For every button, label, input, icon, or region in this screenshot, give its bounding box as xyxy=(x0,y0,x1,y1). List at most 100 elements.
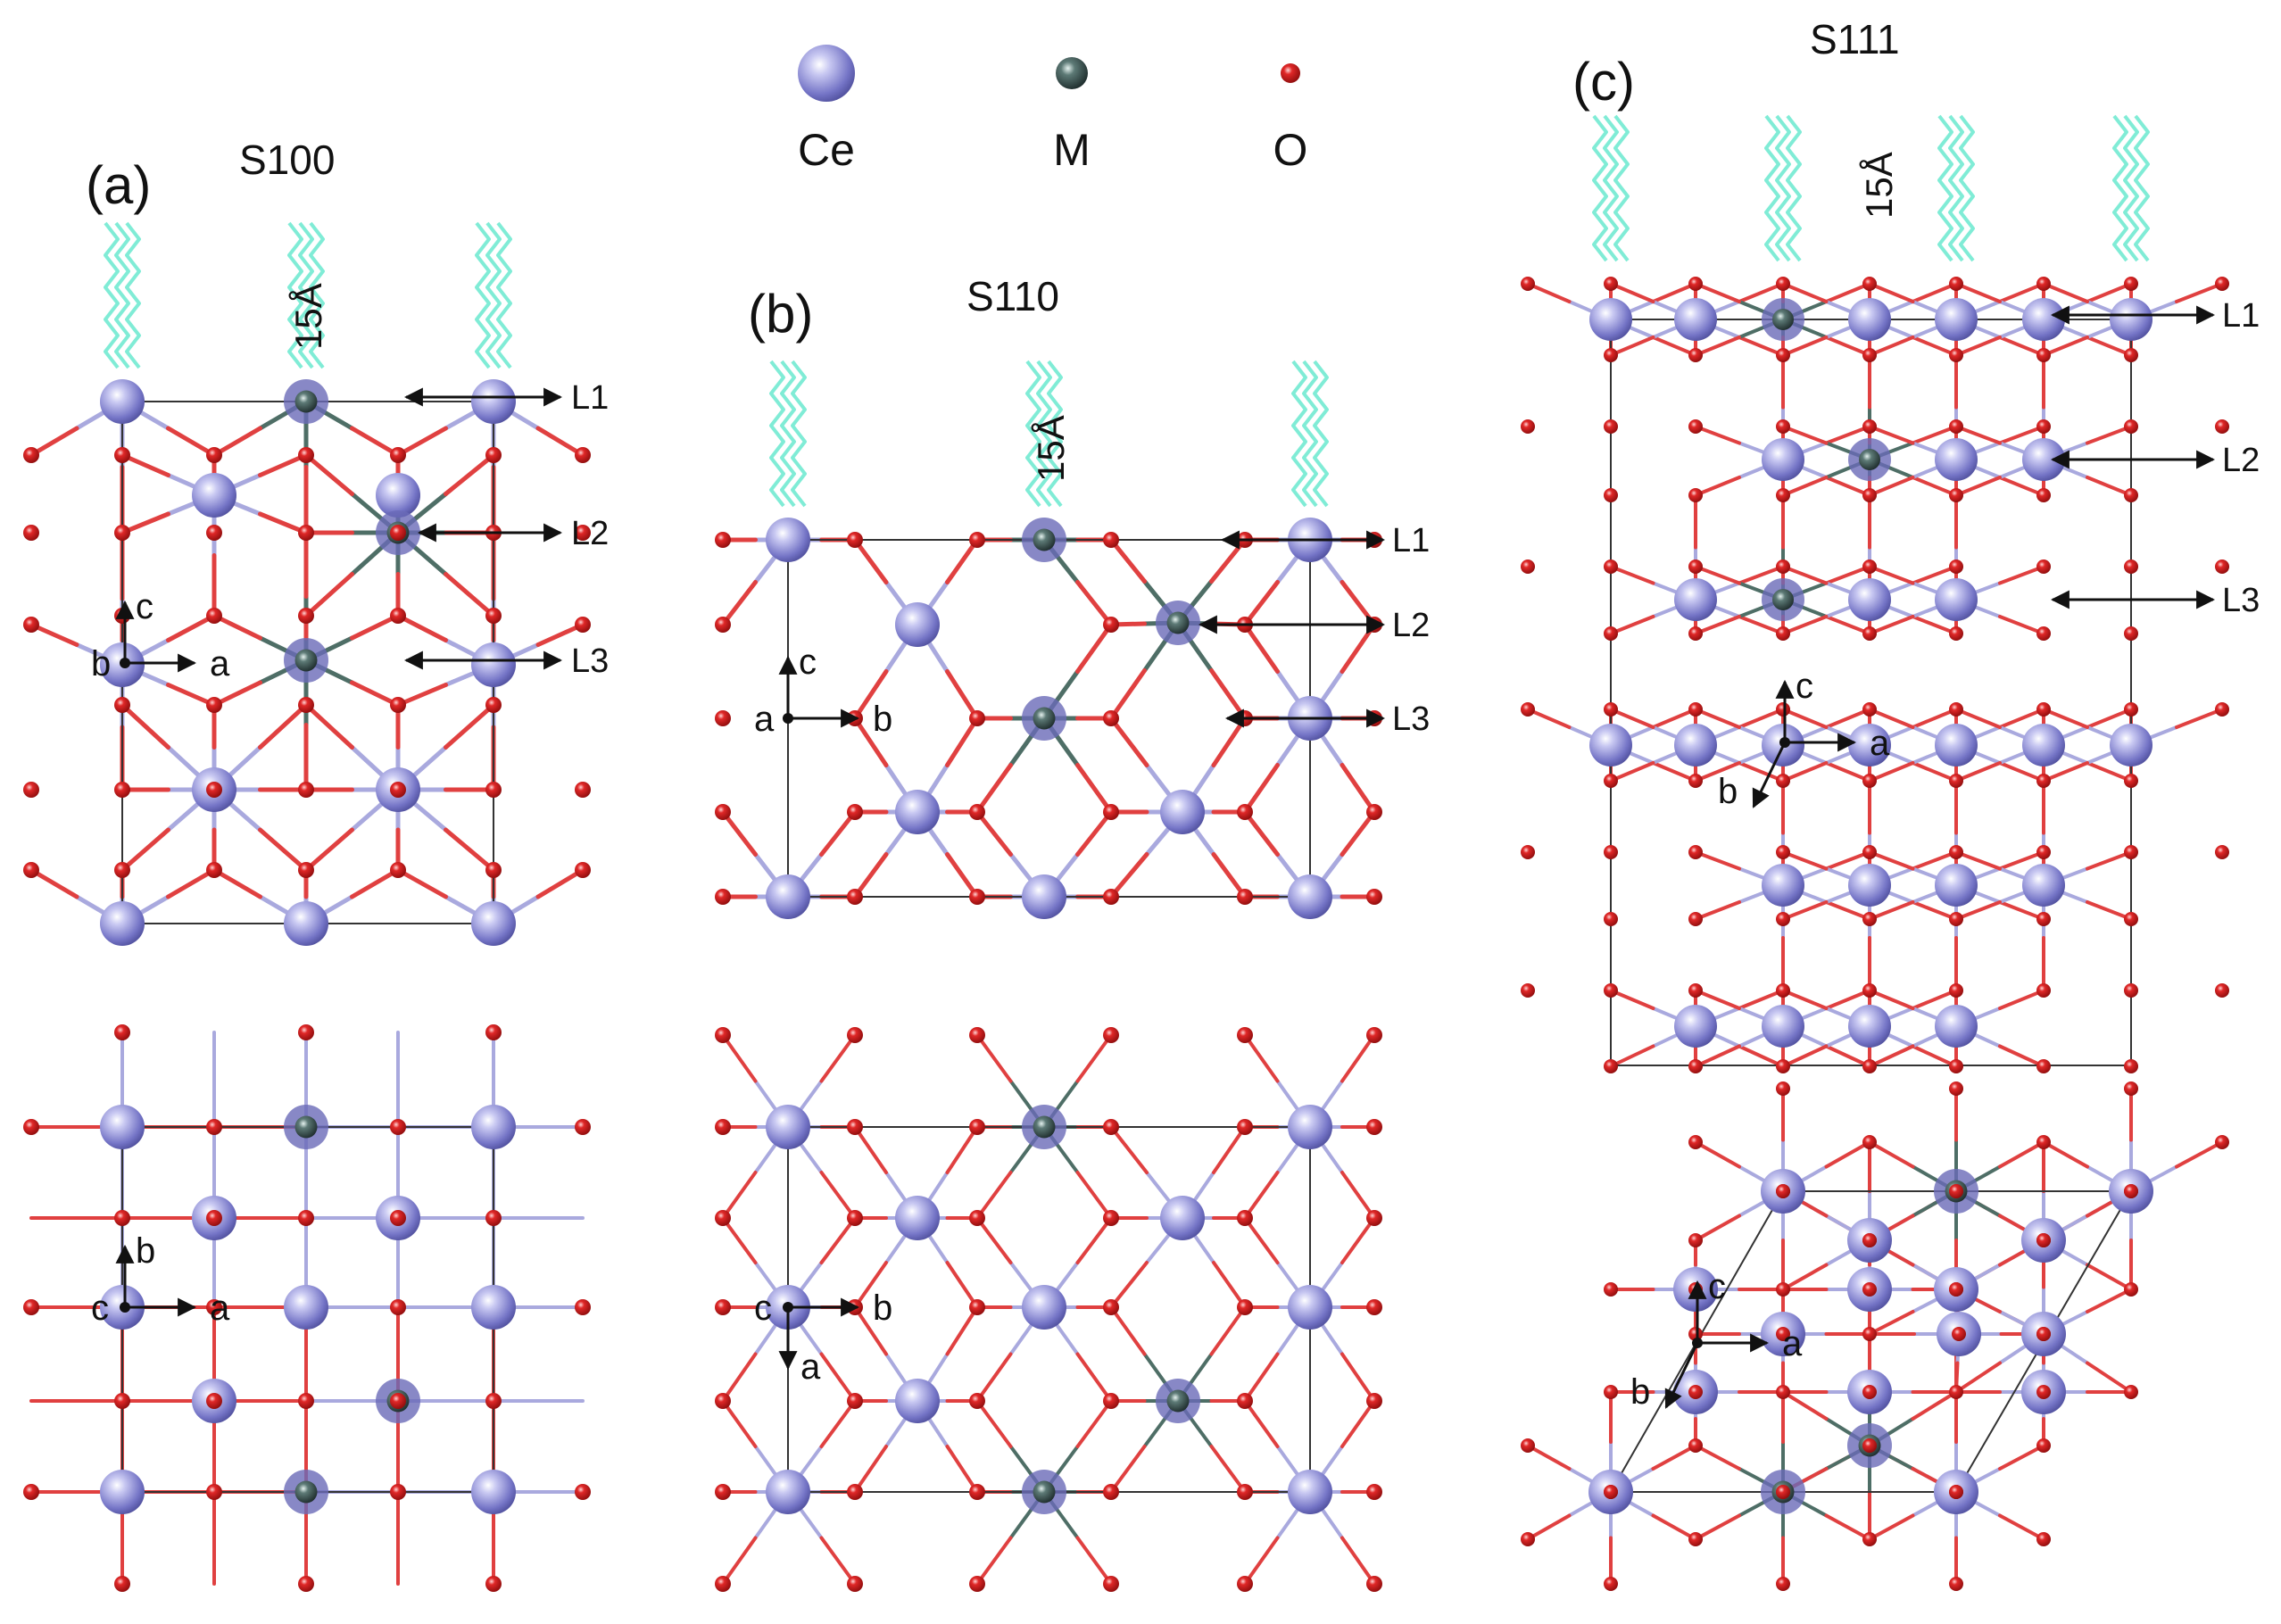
bond xyxy=(1694,850,1741,871)
ce-atom xyxy=(2022,724,2065,766)
bond xyxy=(2175,1140,2224,1169)
bond xyxy=(1075,1171,1113,1220)
bond xyxy=(721,1352,758,1403)
bond xyxy=(1824,476,1871,497)
m-atom xyxy=(1033,528,1056,551)
bond xyxy=(1998,761,2045,783)
arrow xyxy=(1664,1342,1699,1409)
bond xyxy=(1243,1352,1280,1403)
o-atom xyxy=(1103,1027,1119,1043)
o-atom xyxy=(206,447,222,463)
o-atom xyxy=(1949,1081,1963,1096)
o-atom xyxy=(715,804,731,820)
bond xyxy=(945,669,980,721)
o-atom xyxy=(1862,559,1877,574)
o-atom xyxy=(2124,774,2138,788)
o-atom xyxy=(114,608,130,624)
bond xyxy=(1824,708,1871,729)
o-atom xyxy=(2036,1438,2051,1453)
bond xyxy=(852,669,889,721)
bond xyxy=(1243,1216,1280,1264)
vacuum-wave-line xyxy=(298,221,314,369)
o-atom xyxy=(715,1119,731,1135)
panel-a-side-axis-up-label: c xyxy=(136,587,153,626)
o-atom xyxy=(206,1299,222,1315)
bond xyxy=(1209,668,1248,721)
bond xyxy=(1954,336,2002,357)
ce-atom xyxy=(1762,864,1804,907)
bond xyxy=(945,716,980,767)
o-atom xyxy=(1862,348,1877,362)
o-atom xyxy=(1776,1081,1790,1096)
bond xyxy=(1651,708,1697,729)
ce-atom xyxy=(1288,874,1332,919)
o-atom xyxy=(1776,1485,1790,1499)
bond xyxy=(1108,668,1147,721)
bond xyxy=(975,1171,1013,1220)
panel-a-side-axis-center-label: b xyxy=(91,644,111,684)
vacuum-wave xyxy=(104,221,141,369)
bond xyxy=(1868,282,1915,303)
bond xyxy=(1075,1033,1113,1083)
bond xyxy=(1694,1140,1741,1169)
o-atom xyxy=(969,1299,985,1315)
o-atom xyxy=(1604,1059,1618,1073)
m-atom xyxy=(1033,707,1056,730)
o-atom xyxy=(485,862,502,878)
bond xyxy=(1824,615,1871,635)
bond xyxy=(29,426,79,458)
o-atom xyxy=(485,697,502,713)
o-atom xyxy=(847,889,863,905)
bond xyxy=(1340,1216,1376,1264)
o-atom xyxy=(2215,1135,2229,1149)
o-atom xyxy=(2036,702,2051,717)
panel-b-layer-2-label: L2 xyxy=(1392,607,1430,644)
bond xyxy=(212,867,262,899)
bond xyxy=(975,763,1013,815)
bond xyxy=(1868,1310,1915,1336)
bond xyxy=(120,827,170,873)
bond xyxy=(1651,761,1697,783)
o-atom xyxy=(1862,1135,1877,1149)
bond xyxy=(1868,336,1915,357)
ce-atom xyxy=(895,1196,940,1240)
bond xyxy=(1243,1536,1280,1586)
vacuum-wave-line xyxy=(475,221,491,369)
o-atom xyxy=(1862,1233,1877,1247)
bond xyxy=(1998,1140,2045,1169)
o-atom xyxy=(1862,1282,1877,1297)
o-atom xyxy=(715,1027,731,1043)
o-atom xyxy=(206,525,222,541)
o-atom xyxy=(1103,617,1119,633)
o-atom xyxy=(23,782,39,798)
bond xyxy=(1781,615,1829,635)
bond xyxy=(1694,708,1741,729)
bond xyxy=(975,1399,1013,1448)
bond xyxy=(1242,622,1280,674)
bond xyxy=(1108,537,1147,584)
annotations: 15ÅL1L2L3acbabc15ÅL1L2L3bcabac15ÅL1L2L3a… xyxy=(91,152,2260,1412)
bond xyxy=(853,1261,888,1309)
o-atom xyxy=(206,1119,222,1135)
o-atom xyxy=(1776,1385,1790,1399)
ce-atom xyxy=(1288,1285,1332,1330)
o-atom xyxy=(1776,1577,1790,1591)
vacuum-wave-line xyxy=(791,360,807,508)
o-atom xyxy=(1103,1576,1119,1592)
vacuum-wave-line xyxy=(1313,360,1329,508)
ce-atom xyxy=(766,518,810,562)
bond xyxy=(1694,761,1741,783)
o-atom xyxy=(1237,1210,1253,1226)
ce-atom xyxy=(766,874,810,919)
ce-atom xyxy=(1160,790,1205,834)
bond xyxy=(1340,1352,1376,1403)
panel-b-layer-3-label: L3 xyxy=(1392,700,1430,738)
o-atom xyxy=(1604,348,1618,362)
ce-atom xyxy=(1935,864,1978,907)
o-atom xyxy=(2124,348,2138,362)
o-atom xyxy=(485,1024,502,1040)
ce-atom xyxy=(100,1470,145,1514)
bond xyxy=(945,537,980,584)
bond xyxy=(1781,282,1829,303)
bond xyxy=(852,716,889,767)
